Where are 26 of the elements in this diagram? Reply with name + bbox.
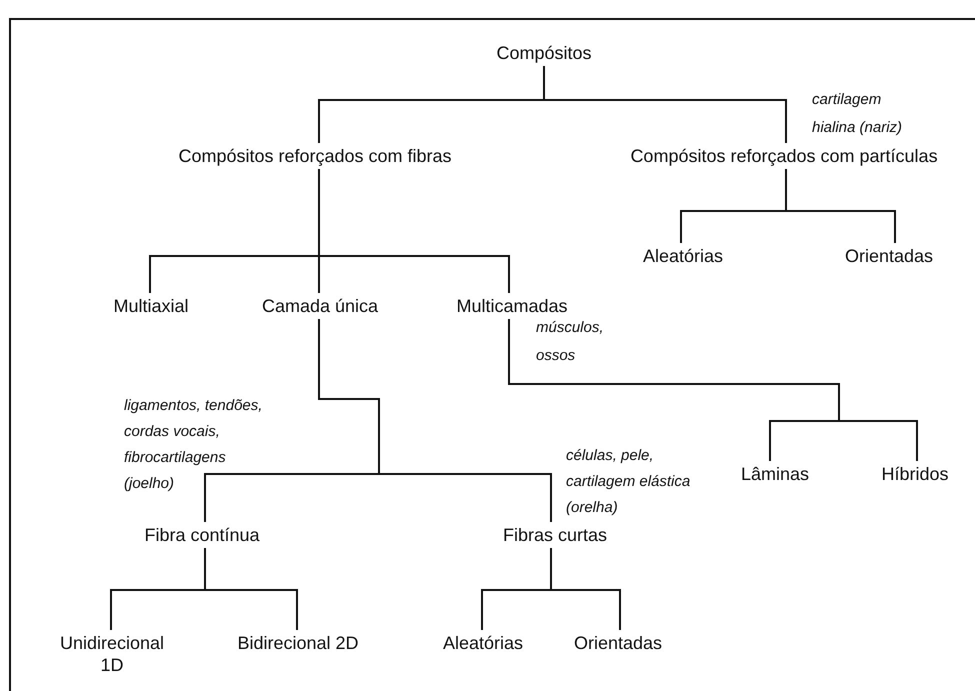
node-label: Compósitos reforçados com fibras xyxy=(178,145,452,167)
connector-line xyxy=(318,169,510,293)
node-label: Fibra contínua xyxy=(144,524,260,546)
connector-line xyxy=(204,548,298,630)
connector-line xyxy=(543,66,787,143)
node-label: Lâminas xyxy=(740,463,810,485)
connector-line xyxy=(508,319,918,461)
node-label: Fibras curtas xyxy=(502,524,608,546)
node-label: Multiaxial xyxy=(113,295,189,317)
connector-line xyxy=(318,319,552,522)
node-label: Orientadas xyxy=(574,632,662,654)
node-label: Multicamadas xyxy=(456,295,568,317)
node-label: Aleatórias xyxy=(642,245,724,267)
node-label: Unidirecional 1D xyxy=(50,632,174,676)
annotation-text: cartilagem hialina (nariz) xyxy=(812,90,904,138)
annotation-text: células, pele, cartilagem elástica (orelha) xyxy=(566,446,692,518)
node-label: Camada única xyxy=(262,295,378,317)
annotation-text: músculos, ossos xyxy=(536,318,605,366)
node-label: Compósitos xyxy=(496,42,592,64)
connector-line xyxy=(550,548,621,630)
node-label: Bidirecional 2D xyxy=(236,632,360,654)
node-label: Aleatórias xyxy=(442,632,524,654)
node-label: Orientadas xyxy=(844,245,934,267)
node-label: Híbridos xyxy=(881,463,949,485)
annotation-text: ligamentos, tendões, cordas vocais, fibrocartilagens (joelho) xyxy=(124,396,264,494)
node-label: Compósitos reforçados com partículas xyxy=(630,145,938,167)
